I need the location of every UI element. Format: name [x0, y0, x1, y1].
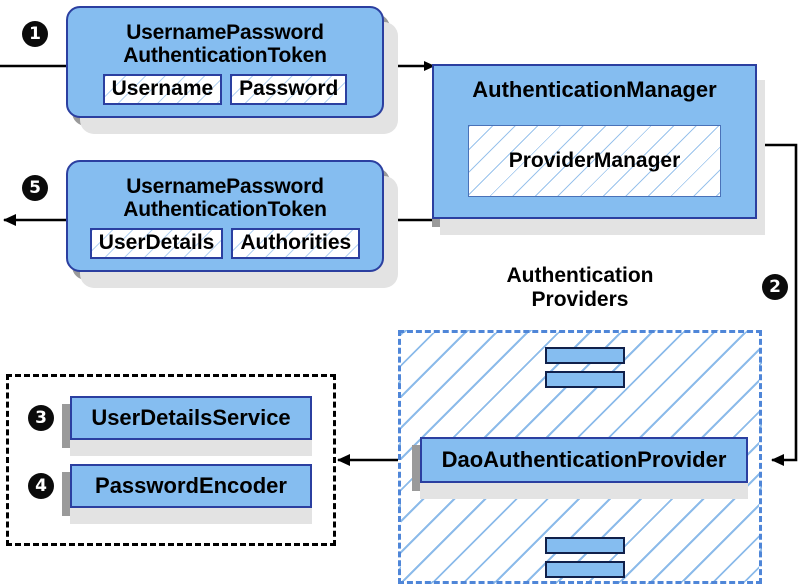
request-token-slots: Username Password [68, 74, 382, 106]
authentication-manager-title: AuthenticationManager [472, 77, 717, 102]
response-token-title: UsernamePassword AuthenticationToken [68, 173, 382, 221]
response-token-title-line1: UsernamePassword [126, 174, 324, 198]
request-token-title-line1: UsernamePassword [126, 20, 324, 44]
badge-step-2: 2 [762, 274, 788, 300]
request-token-title-line2: AuthenticationToken [123, 43, 327, 67]
support-services-region [6, 374, 336, 546]
response-token-title-line2: AuthenticationToken [123, 197, 327, 221]
provider-stub-bar-bottom-2 [545, 561, 625, 578]
provider-stub-bar-top-2 [545, 371, 625, 388]
request-token-title: UsernamePassword AuthenticationToken [68, 19, 382, 67]
slot-username[interactable]: Username [102, 74, 223, 106]
providers-caption-line2: Providers [531, 287, 629, 311]
slot-authorities[interactable]: Authorities [231, 228, 361, 260]
request-token-card[interactable]: UsernamePassword AuthenticationToken Use… [66, 6, 384, 118]
provider-stub-bar-top-1 [545, 347, 625, 364]
slot-userdetails[interactable]: UserDetails [89, 228, 224, 260]
provider-stub-bar-bottom-1 [545, 537, 625, 554]
badge-step-3: 3 [28, 405, 54, 431]
arrow-authmanager-to-provider [757, 143, 798, 466]
response-token-card[interactable]: UsernamePassword AuthenticationToken Use… [66, 160, 384, 272]
badge-step-5: 5 [22, 175, 48, 201]
authentication-manager-box[interactable]: AuthenticationManager ProviderManager [432, 64, 757, 219]
userdetailsservice-box[interactable]: UserDetailsService [70, 396, 312, 440]
provider-manager-box[interactable]: ProviderManager [468, 125, 721, 197]
dao-authentication-provider-box[interactable]: DaoAuthenticationProvider [420, 437, 748, 483]
passwordencoder-box[interactable]: PasswordEncoder [70, 464, 312, 508]
badge-step-1: 1 [22, 21, 48, 47]
slot-password[interactable]: Password [230, 74, 348, 106]
badge-step-4: 4 [28, 473, 54, 499]
providers-caption-line1: Authentication [506, 264, 654, 287]
providers-caption: Authentication Providers [470, 264, 690, 311]
response-token-slots: UserDetails Authorities [68, 228, 382, 260]
